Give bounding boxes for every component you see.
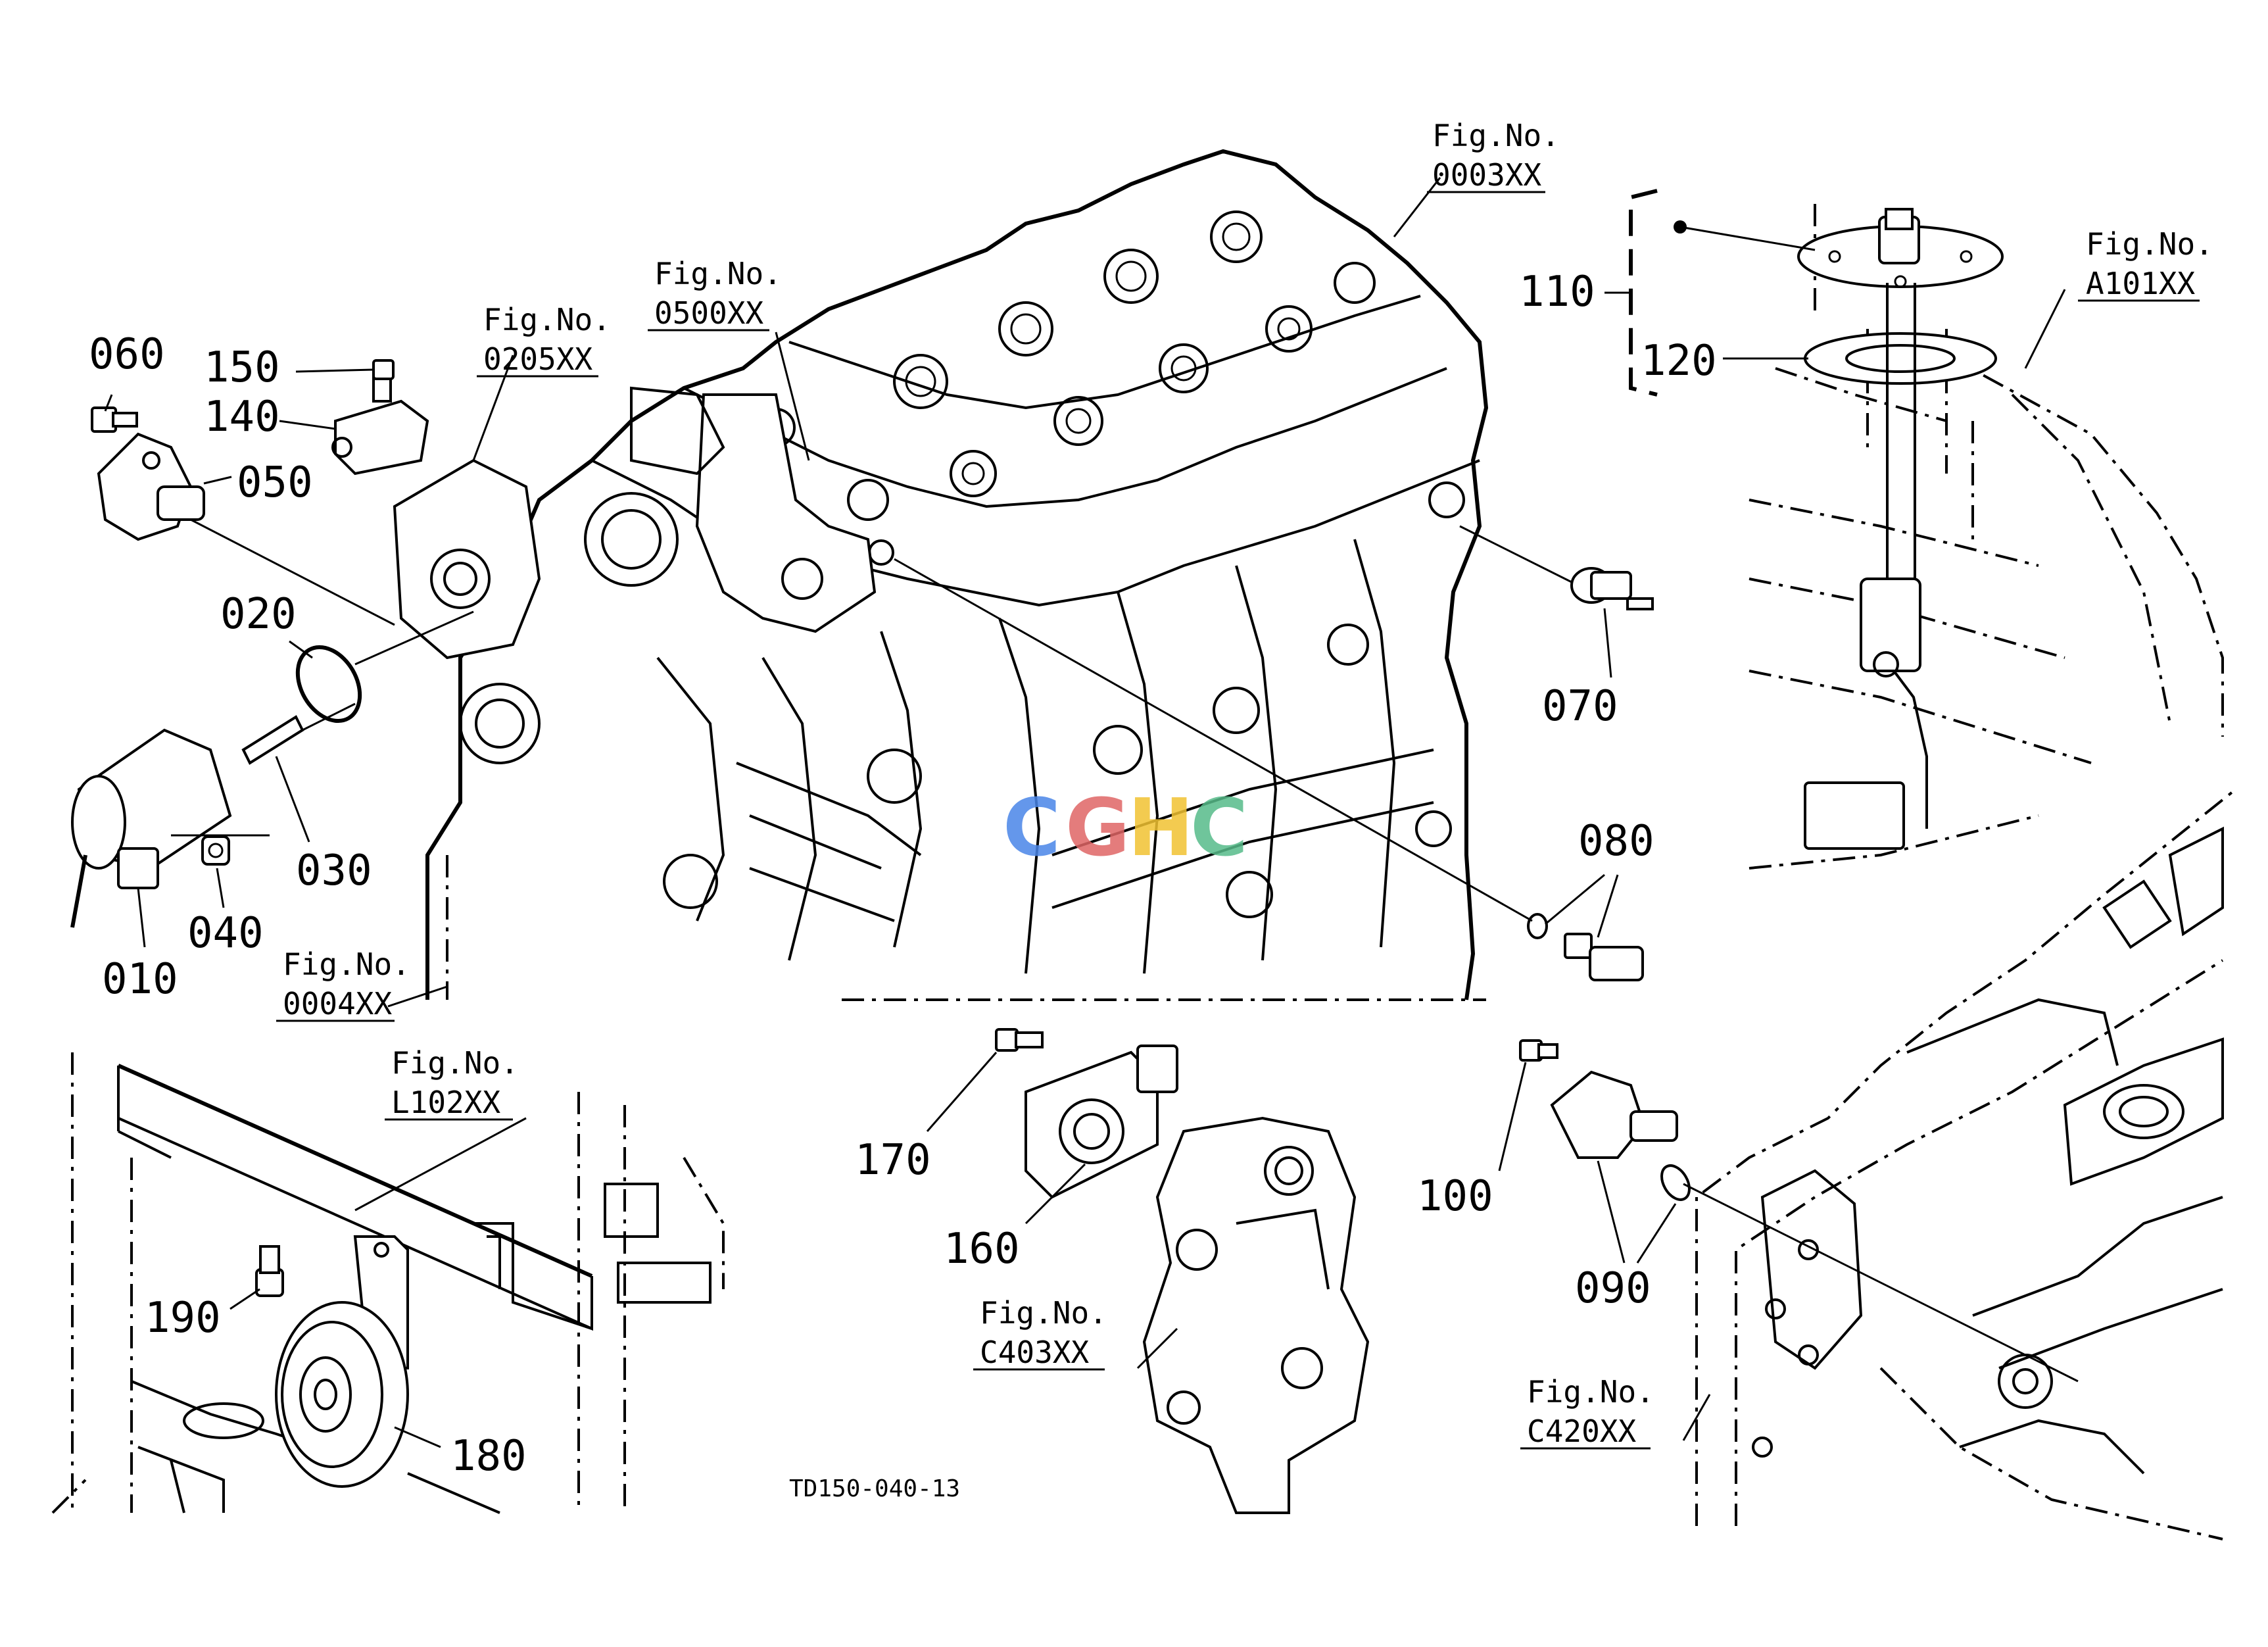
fig-ref-number: 0500XX (654, 295, 763, 331)
sensor-160 (1025, 1045, 1178, 1199)
fig-ref-line1: Fig.No. (2086, 226, 2213, 262)
bolt-170 (995, 1028, 1044, 1052)
bolt-100 (1519, 1039, 1558, 1062)
part-label-090: 090 (1575, 1264, 1651, 1313)
part-label-110: 110 (1519, 268, 1595, 316)
nut-040 (201, 835, 230, 866)
part-label-020: 020 (220, 590, 297, 639)
block-ribs (656, 539, 1434, 974)
frame-drawing (51, 1052, 725, 1514)
watermark-letter: C (1190, 783, 1248, 874)
part-label-030: 030 (296, 847, 372, 895)
watermark-logo: C G H C (1003, 783, 1248, 874)
fig-ref-0500XX: Fig.No. 0500XX (648, 256, 782, 332)
part-label-080: 080 (1578, 817, 1654, 866)
sensor-090 (1550, 1070, 1678, 1159)
part-label-150: 150 (204, 343, 280, 392)
fig-ref-number: A101XX (2086, 266, 2195, 301)
fig-ref-number: C420XX (1527, 1413, 1636, 1449)
horn-assembly (275, 1235, 409, 1488)
sensor-140 (331, 374, 429, 476)
engine-block-drawing (393, 149, 1489, 1001)
fig-ref-number: 0205XX (483, 341, 592, 377)
sensor-080 (1564, 933, 1644, 981)
part-label-140: 140 (204, 393, 280, 441)
fig-ref-number: 0004XX (283, 986, 392, 1021)
head-port-holes (756, 210, 1465, 566)
oring-080 (1527, 913, 1548, 939)
oring-090 (1660, 1164, 1691, 1201)
fig-ref-line1: Fig.No. (391, 1045, 519, 1081)
fig-ref-line1: Fig.No. (1527, 1374, 1654, 1410)
fig-ref-line1: Fig.No. (1432, 118, 1560, 153)
bolt-060 (91, 406, 138, 433)
fuel-sender-unit (1797, 208, 2004, 850)
pump-housing-drawing (1142, 1116, 1370, 1514)
fig-ref-line1: Fig.No. (483, 302, 611, 337)
bolt-190 (255, 1245, 284, 1297)
fig-ref-number: L102XX (391, 1085, 500, 1120)
solenoid-010 (70, 728, 232, 928)
part-label-100: 100 (1417, 1172, 1493, 1221)
drawing-code: TD150-040-13 (789, 1475, 960, 1502)
fig-ref-L102XX: Fig.No. L102XX (385, 1045, 519, 1121)
sensor-050 (97, 432, 205, 541)
fuel-tank-drawing (1749, 204, 2224, 870)
fig-ref-number: 0003XX (1432, 157, 1541, 193)
sensor-070 (1570, 567, 1654, 610)
fig-ref-number: C403XX (980, 1335, 1089, 1370)
part-label-180: 180 (450, 1432, 527, 1481)
watermark-letter: C (1003, 783, 1061, 874)
fig-ref-C403XX: Fig.No. C403XX (973, 1295, 1107, 1371)
bolt-150 (372, 359, 395, 380)
transmission-case-drawing (1695, 788, 2237, 1540)
fig-ref-C420XX: Fig.No. C420XX (1520, 1374, 1654, 1450)
fig-ref-line1: Fig.No. (283, 946, 410, 982)
part-label-070: 070 (1542, 682, 1618, 731)
fig-ref-A101XX: Fig.No. A101XX (2078, 226, 2213, 302)
watermark-letter: H (1128, 783, 1194, 874)
part-label-040: 040 (187, 909, 264, 958)
part-label-010: 010 (102, 955, 178, 1004)
stud-030 (241, 715, 304, 765)
fig-ref-line1: Fig.No. (980, 1295, 1107, 1331)
oring-020 (295, 645, 362, 724)
leader-lines (104, 177, 2079, 1448)
fig-ref-line1: Fig.No. (654, 256, 782, 291)
part-label-050: 050 (237, 458, 313, 507)
part-label-160: 160 (944, 1225, 1020, 1273)
part-label-120: 120 (1641, 337, 1717, 385)
part-label-170: 170 (855, 1136, 931, 1185)
fig-ref-0004XX: Fig.No. 0004XX (276, 946, 410, 1022)
fig-ref-0205XX: Fig.No. 0205XX (477, 302, 611, 378)
part-label-190: 190 (145, 1294, 221, 1342)
watermark-letter: G (1065, 783, 1130, 874)
fig-ref-0003XX: Fig.No. 0003XX (1427, 118, 1560, 193)
part-label-060: 060 (89, 330, 165, 379)
